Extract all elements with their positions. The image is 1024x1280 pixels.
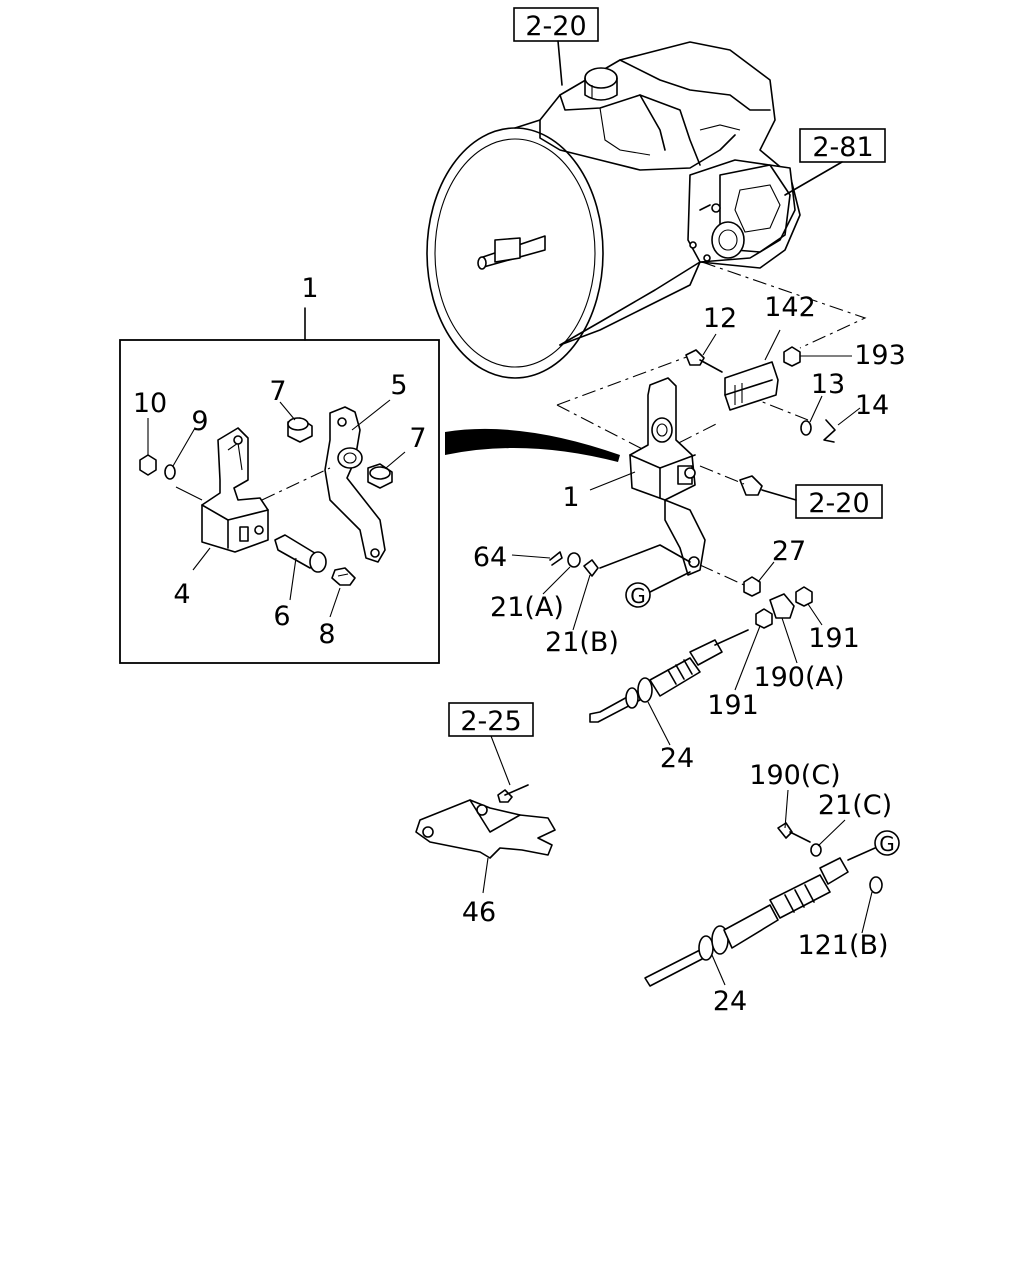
callout-9: 9 [191,406,208,437]
callout-7b: 7 [409,423,426,454]
callout-1-inset: 1 [301,273,318,304]
shift-lever-assembly: G [549,346,836,723]
callout-14: 14 [855,390,889,421]
callout-1-main: 1 [562,482,579,513]
callout-labels: 1 10 9 7 5 7 4 6 8 12 142 193 13 14 1 27… [133,273,906,1017]
svg-text:2-25: 2-25 [460,706,521,737]
callout-10: 10 [133,388,167,419]
callout-4: 4 [173,579,190,610]
callout-27: 27 [772,536,806,567]
leader-lines [482,329,873,986]
callout-190a: 190(A) [753,662,844,693]
callout-5: 5 [390,370,407,401]
callout-6: 6 [273,601,290,632]
callout-121b: 121(B) [797,930,888,961]
g-marker-left: G [630,584,646,608]
svg-text:2-20: 2-20 [525,11,586,42]
callout-24-lower: 24 [713,986,747,1017]
callout-21c: 21(C) [818,790,892,821]
ref-box-bracket[interactable]: 2-25 [448,702,534,737]
ref-box-transmission[interactable]: 2-20 [513,7,599,42]
callout-7a: 7 [269,376,286,407]
assembly-arrow [445,428,620,462]
callout-191-left: 191 [707,690,759,721]
callout-190c: 190(C) [749,760,840,791]
ref-box-bolt[interactable]: 2-20 [795,484,883,519]
transmission-assembly [426,41,801,379]
cable-24-lower: G [644,822,900,987]
callout-64: 64 [473,542,507,573]
callout-21b: 21(B) [545,627,619,658]
callout-21a: 21(A) [490,592,564,623]
ref-box-extension[interactable]: 2-81 [799,128,886,163]
bracket-46 [415,735,556,859]
callout-8: 8 [318,619,335,650]
callout-142: 142 [764,292,816,323]
callout-12: 12 [703,303,737,334]
callout-191-right: 191 [808,623,860,654]
svg-text:2-81: 2-81 [812,132,873,163]
callout-46: 46 [462,897,496,928]
svg-text:2-20: 2-20 [808,488,869,519]
callout-13: 13 [811,369,845,400]
inset-exploded-view [119,307,440,664]
callout-24-upper: 24 [660,743,694,774]
callout-193: 193 [854,340,906,371]
g-marker-right: G [879,832,895,856]
